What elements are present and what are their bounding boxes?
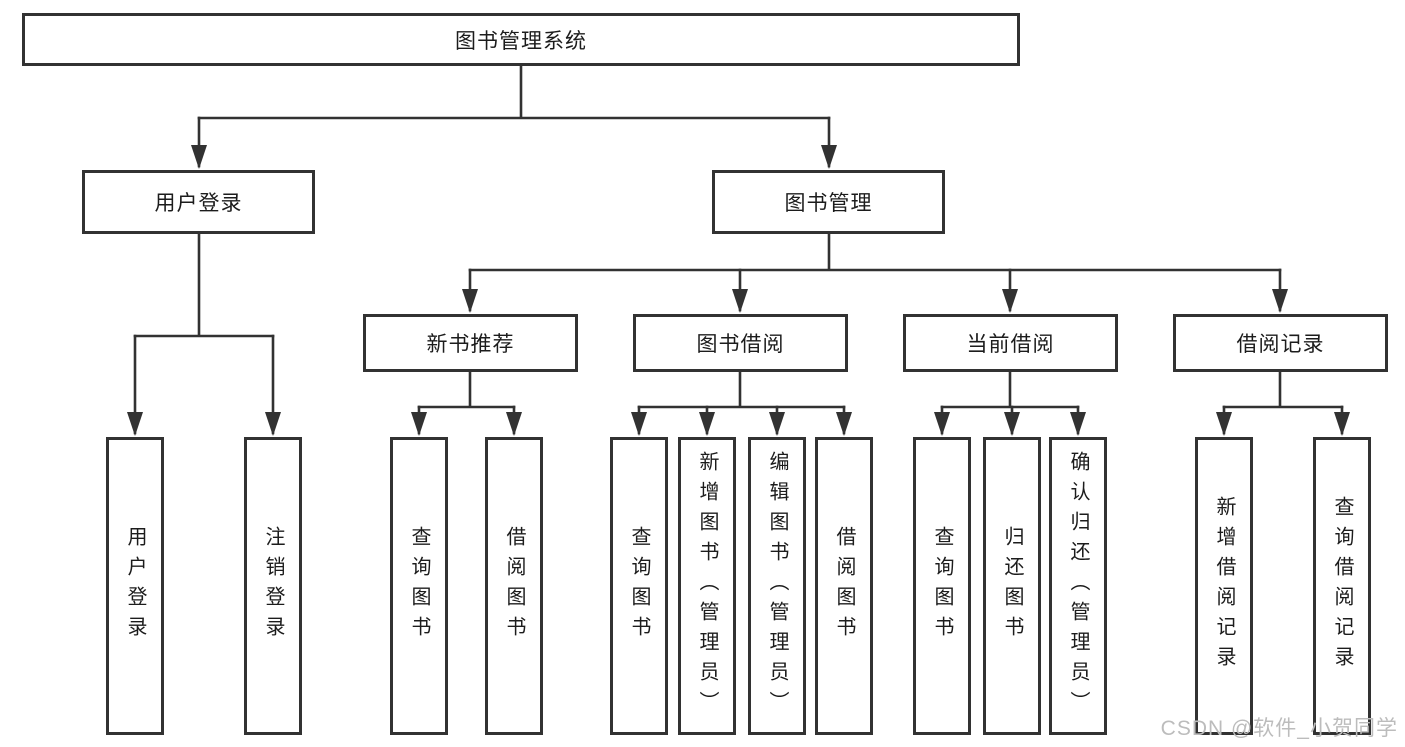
node-label: 查询图书 <box>408 526 430 646</box>
node-label: 新增图书（管理员） <box>696 451 718 721</box>
node-label: 新书推荐 <box>426 333 515 356</box>
leaf-query-borrow-record: 查询借阅记录 <box>1313 437 1371 735</box>
node-user-login: 用户登录 <box>82 170 315 234</box>
leaf-query-books-recommend: 查询图书 <box>390 437 448 735</box>
node-label: 借阅图书 <box>833 526 855 646</box>
node-label: 用户登录 <box>154 192 243 215</box>
node-label: 用户登录 <box>124 526 146 646</box>
node-label: 图书借阅 <box>696 333 785 356</box>
leaf-query-books-borrowing: 查询图书 <box>610 437 668 735</box>
node-label: 查询图书 <box>931 526 953 646</box>
csdn-watermark: CSDN @软件_小贺同学 <box>1160 717 1398 740</box>
leaf-edit-books-admin: 编辑图书（管理员） <box>748 437 806 735</box>
node-label: 确认归还（管理员） <box>1067 451 1089 721</box>
leaf-confirm-return-admin: 确认归还（管理员） <box>1049 437 1107 735</box>
node-label: 图书管理 <box>784 192 873 215</box>
node-current-borrowing: 当前借阅 <box>903 314 1118 372</box>
node-label: 查询借阅记录 <box>1331 496 1353 676</box>
leaf-add-borrow-record: 新增借阅记录 <box>1195 437 1253 735</box>
node-book-management: 图书管理 <box>712 170 945 234</box>
node-label: 图书管理系统 <box>455 29 587 53</box>
node-label: 借阅图书 <box>503 526 525 646</box>
node-label: 查询图书 <box>628 526 650 646</box>
leaf-user-login: 用户登录 <box>106 437 164 735</box>
leaf-logout: 注销登录 <box>244 437 302 735</box>
leaf-return-books: 归还图书 <box>983 437 1041 735</box>
node-label: 新增借阅记录 <box>1213 496 1235 676</box>
leaf-borrow-books-recommend: 借阅图书 <box>485 437 543 735</box>
node-label: 归还图书 <box>1001 526 1023 646</box>
node-label: 注销登录 <box>262 526 284 646</box>
leaf-add-books-admin: 新增图书（管理员） <box>678 437 736 735</box>
node-borrowing-records: 借阅记录 <box>1173 314 1388 372</box>
node-new-book-recommendation: 新书推荐 <box>363 314 578 372</box>
leaf-query-books-current: 查询图书 <box>913 437 971 735</box>
node-book-borrowing: 图书借阅 <box>633 314 848 372</box>
node-library-management-system: 图书管理系统 <box>22 13 1020 66</box>
node-label: 借阅记录 <box>1236 333 1325 356</box>
node-label: 编辑图书（管理员） <box>766 451 788 721</box>
leaf-borrow-books-borrowing: 借阅图书 <box>815 437 873 735</box>
node-label: 当前借阅 <box>966 333 1055 356</box>
